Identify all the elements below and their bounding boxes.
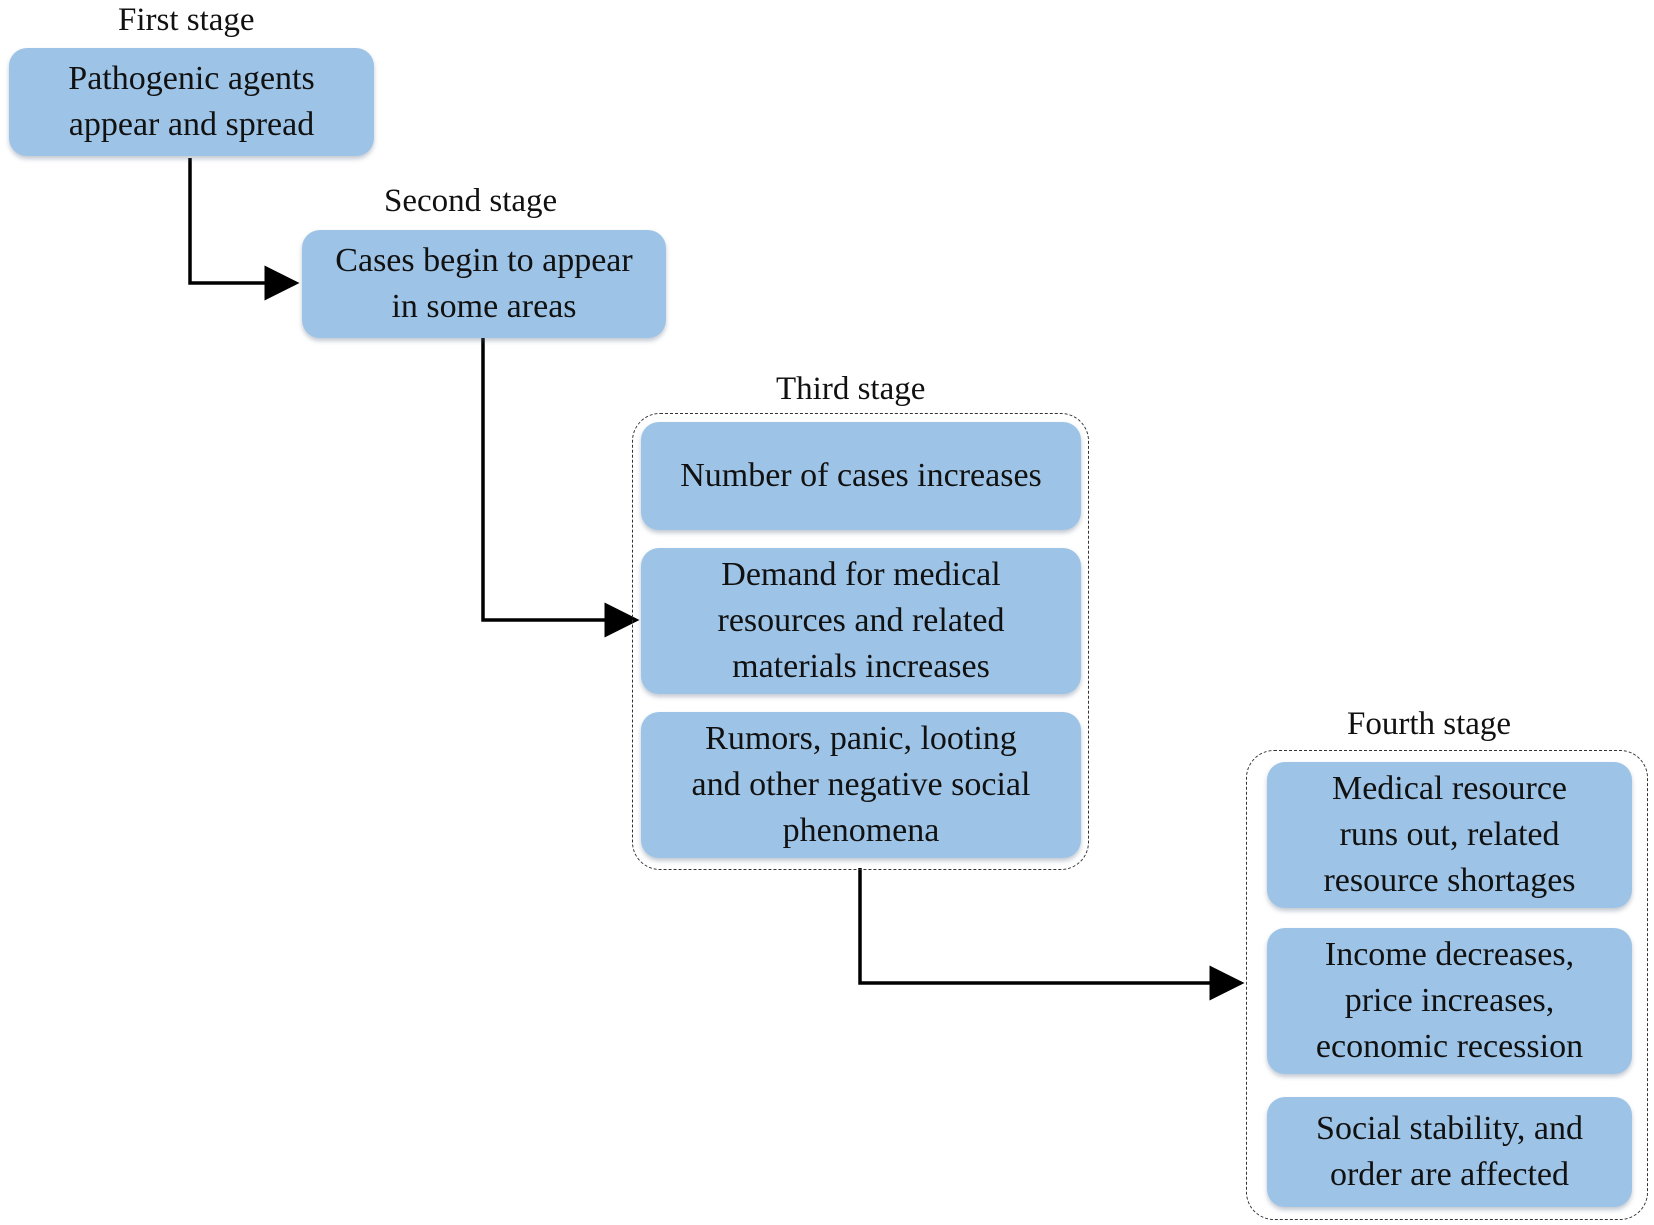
box-line: resource shortages [1323,862,1576,899]
box-line: resources and related [717,602,1005,639]
box-cases-begin: Cases begin to appear in some areas [302,230,666,338]
stage-label-first: First stage [118,2,255,38]
box-medical-resource-runs-out: Medical resource runs out, related resou… [1267,762,1632,908]
box-line: Social stability, and [1316,1110,1583,1147]
connector-stage3-to-stage4 [858,868,1245,1001]
box-line: economic recession [1315,1028,1584,1065]
box-line: phenomena [782,812,940,849]
box-line: Number of cases increases [680,457,1042,494]
box-demand-medical-resources: Demand for medical resources and related… [641,548,1081,694]
stage-label-second: Second stage [384,183,558,219]
box-social-stability: Social stability, and order are affected [1267,1097,1632,1207]
box-line: Medical resource [1331,770,1568,807]
box-line: and other negative social [691,766,1031,803]
box-line: Rumors, panic, looting [705,720,1017,757]
box-pathogenic-agents: Pathogenic agents appear and spread [9,48,374,156]
box-line: appear and spread [68,106,315,143]
connector-stage2-to-stage3 [481,338,640,638]
stage-label-fourth: Fourth stage [1347,706,1512,742]
box-line: Income decreases, [1324,936,1575,973]
box-line: runs out, related [1339,816,1560,853]
stage-group-third [632,413,1089,870]
box-line: in some areas [391,288,577,325]
box-line: Demand for medical [721,556,1001,593]
box-line: materials increases [732,648,990,685]
connector-stage1-to-stage2 [188,158,300,301]
box-income-decreases: Income decreases, price increases, econo… [1267,928,1632,1074]
box-rumors-panic: Rumors, panic, looting and other negativ… [641,712,1081,858]
stage-group-fourth [1246,750,1648,1220]
box-line: Cases begin to appear [335,242,633,279]
box-line: price increases, [1344,982,1555,1019]
box-number-of-cases: Number of cases increases [641,422,1081,530]
box-line: order are affected [1329,1156,1570,1193]
box-line: Pathogenic agents [68,60,315,97]
stage-label-third: Third stage [776,371,926,407]
